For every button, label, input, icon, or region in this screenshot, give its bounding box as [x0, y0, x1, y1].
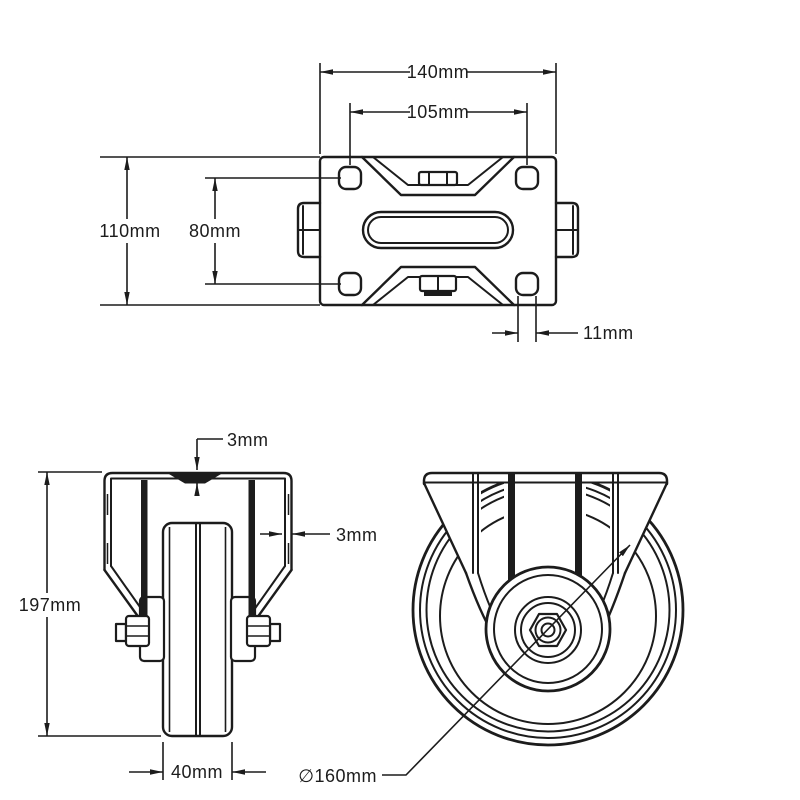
dim-140mm: 140mm [319, 62, 557, 154]
dim-40mm: 40mm [129, 742, 266, 782]
bolt-hole-bottom-left [337, 271, 363, 297]
bottom-kingbolt-flange [424, 291, 452, 296]
front-view-caster [103, 471, 293, 738]
dim-197mm: 197mm [19, 471, 161, 737]
dim-3mm-wall: 3mm [260, 525, 378, 545]
central-slot-inner [367, 216, 509, 244]
dim-plate-thickness-label: 3mm [227, 430, 269, 450]
left-side-tab [296, 201, 322, 259]
top-fold-band [360, 155, 516, 197]
dim-overall-height-label: 197mm [19, 595, 82, 615]
dim-wall-thickness-label: 3mm [336, 525, 378, 545]
dim-wheel-width-label: 40mm [171, 762, 223, 782]
top-view-plate [296, 155, 580, 307]
dim-110mm: 110mm [99, 156, 320, 306]
axle-nut-right [245, 614, 282, 648]
dim-80mm: 80mm [189, 177, 341, 285]
central-slot-outer [361, 210, 515, 250]
bolt-hole-top-right [514, 165, 540, 191]
side-view-caster [411, 470, 685, 747]
front-bracket [103, 471, 293, 624]
right-side-tab [554, 201, 580, 259]
dim-bolt-spacing-y-label: 80mm [189, 221, 241, 241]
dim-diameter-160mm: ∅160mm [298, 544, 631, 786]
plate-v-notch [168, 473, 222, 484]
dim-3mm-plate: 3mm [194, 430, 269, 496]
fork-leg-left [141, 480, 148, 623]
front-wheel [161, 521, 234, 738]
axle-nut-left [114, 614, 151, 648]
bolt-hole-bottom-right [514, 271, 540, 297]
dim-wheel-diameter-label: ∅160mm [298, 766, 377, 786]
dim-overall-depth-label: 110mm [99, 221, 160, 241]
side-fork-leg-right [575, 474, 582, 600]
fork-leg-right [248, 480, 255, 623]
bolt-hole-top-left [337, 165, 363, 191]
dim-bolt-hole-diameter-label: 11mm [583, 323, 634, 343]
dim-overall-width-label: 140mm [407, 62, 470, 82]
dim-105mm: 105mm [349, 102, 528, 165]
dim-11mm: 11mm [492, 296, 634, 343]
top-kingbolt [417, 170, 459, 187]
bottom-fold-band [360, 265, 516, 307]
dim-bolt-spacing-x-label: 105mm [407, 102, 470, 122]
side-fork-leg-left [508, 474, 515, 600]
